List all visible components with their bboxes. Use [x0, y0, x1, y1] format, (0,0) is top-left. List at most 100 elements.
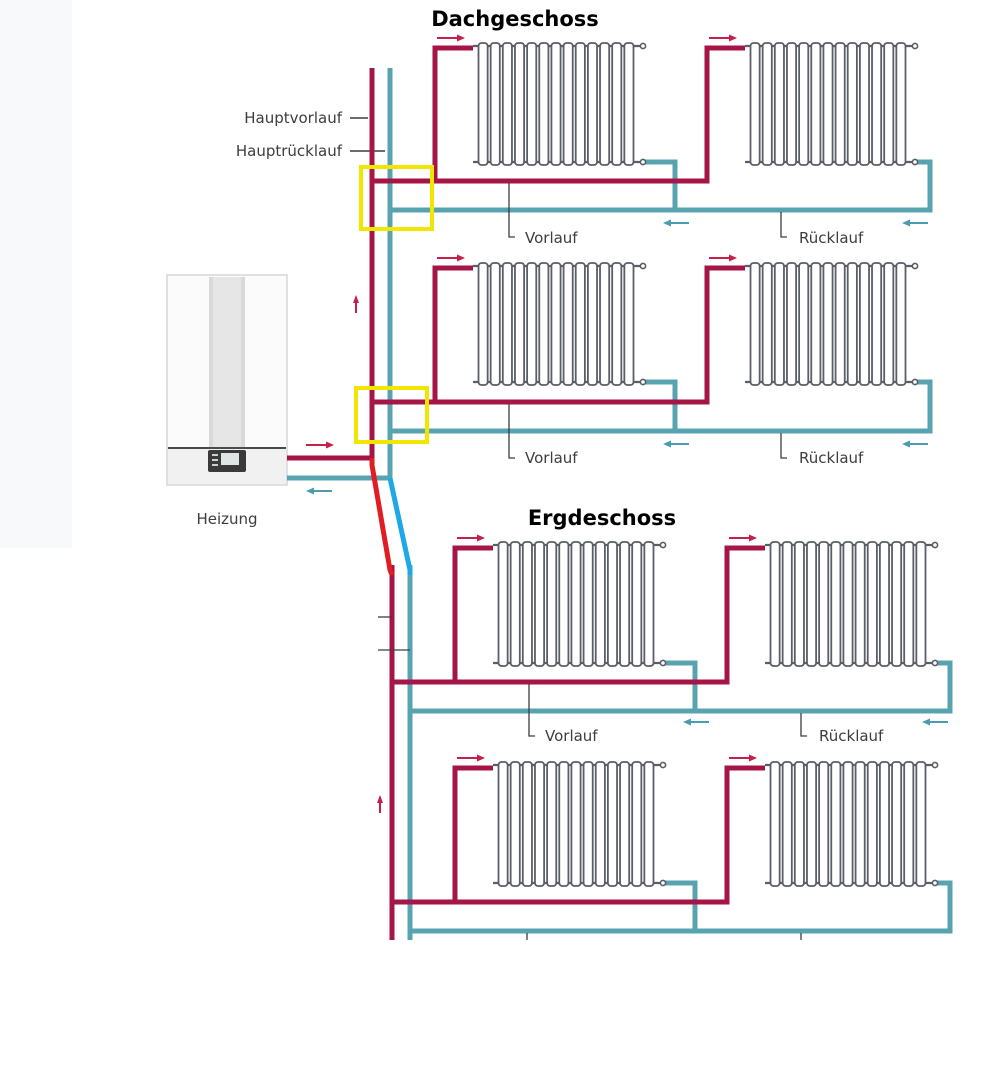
- level-3-return-arrow-left-head: [683, 718, 691, 726]
- level-1-radiator-right-fin: [846, 42, 858, 166]
- level-2-radiator-left-fin: [550, 262, 562, 386]
- level-4-radiator-right-fin: [854, 761, 866, 887]
- level-4-radiator-left-valve-top: [659, 761, 667, 769]
- riser-arrow-upper-head: [353, 295, 359, 303]
- highlight-box-upper: [359, 165, 434, 231]
- level-4-radiator-right-fin: [806, 761, 818, 887]
- level-1-radiator-right-valve-top: [911, 42, 919, 50]
- level-1-return-arrow-right-head: [902, 219, 910, 227]
- level-1-radiator-left-fin: [514, 42, 526, 166]
- level-4-radiator-left-fin: [643, 761, 655, 887]
- level-4-radiator-left-fin: [558, 761, 570, 887]
- level-2-radiator-right-fin: [846, 262, 858, 386]
- level-3-radiator-right-fin: [793, 541, 805, 667]
- level-1-supply-arrow-left-head: [457, 34, 465, 42]
- level-3-radiator-left-fin: [521, 541, 533, 667]
- return-label-3: Rücklauf: [819, 727, 884, 745]
- level-2-radiator-right-fin: [798, 262, 810, 386]
- level-4-radiator-right-fin: [903, 761, 915, 887]
- level-2-return-arrow-right-head: [902, 440, 910, 448]
- level-1-radiator-left-fin: [623, 42, 635, 166]
- level-3-radiator-left-fin: [619, 541, 631, 667]
- level-1-radiator-right-fin: [822, 42, 834, 166]
- level-1-radiator-right-fin: [858, 42, 870, 166]
- level-1-radiator-left-fin: [611, 42, 623, 166]
- level-4-radiator-left-fin: [509, 761, 521, 887]
- level-4-radiator-left-fin: [570, 761, 582, 887]
- level-3-radiator-left-fin: [509, 541, 521, 667]
- supply-label-1: Vorlauf: [525, 229, 578, 247]
- level-3-radiator-right-fin: [915, 541, 927, 667]
- level-4-radiator-right-fin: [818, 761, 830, 887]
- level-4-radiator-left-fin: [521, 761, 533, 887]
- level-2-radiator-right-fin: [883, 262, 895, 386]
- level-3-radiator-right-fin: [903, 541, 915, 667]
- level-3-radiator-left: [493, 541, 667, 667]
- level-1-radiator-right-fin: [834, 42, 846, 166]
- level-2-radiator-right-fin: [871, 262, 883, 386]
- main-supply-label: Hauptvorlauf: [244, 109, 342, 127]
- level-3-supply-arrow-right-head: [749, 534, 757, 542]
- level-2-supply-branch: [432, 265, 473, 402]
- return-pipes: [287, 68, 953, 940]
- level-1-return-arrow-left-head: [663, 219, 671, 227]
- level-2-radiator-left: [473, 262, 647, 386]
- level-2-radiator-left-fin: [501, 262, 513, 386]
- level-4-radiator-right-fin: [830, 761, 842, 887]
- left-gray-panel: [0, 0, 72, 548]
- level-3-radiator-right-fin: [769, 541, 781, 667]
- level-1-radiator-left-valve-top: [639, 42, 647, 50]
- level-2-radiator-right-fin: [761, 262, 773, 386]
- level-1-radiator-right-fin: [810, 42, 822, 166]
- level-4-radiator-left: [493, 761, 667, 887]
- level-1-radiator-left-fin: [501, 42, 513, 166]
- level-1-radiator-left-fin: [586, 42, 598, 166]
- level-1-radiator-left-fin: [550, 42, 562, 166]
- level-4-radiator-right-fin: [878, 761, 890, 887]
- level-1-radiator-right-fin: [895, 42, 907, 166]
- level-2-radiator-left-fin: [477, 262, 489, 386]
- level-4-radiator-left-valve-bottom: [659, 879, 667, 887]
- level-3-radiator-left-fin: [546, 541, 558, 667]
- heater-return-arrow-head: [306, 487, 314, 495]
- level-3-return-main: [410, 660, 953, 714]
- level-2-radiator-left-fin: [489, 262, 501, 386]
- level-2-radiator-left-fin: [611, 262, 623, 386]
- level-2-radiator-left-fin: [574, 262, 586, 386]
- level-3-radiator-right-valve-top: [931, 541, 939, 549]
- radiators: [473, 42, 939, 887]
- level-4-radiator-left-fin: [606, 761, 618, 887]
- level-2-radiator-right-fin: [749, 262, 761, 386]
- level-4-return-main: [410, 880, 953, 934]
- level-3-radiator-left-fin: [643, 541, 655, 667]
- level-2-radiator-right-valve-top: [911, 262, 919, 270]
- level-1-radiator-right-fin: [883, 42, 895, 166]
- level-3-radiator-left-valve-top: [659, 541, 667, 549]
- level-1-radiator-left-fin: [477, 42, 489, 166]
- level-4-radiator-right-fin: [891, 761, 903, 887]
- supply-label-3: Vorlauf: [545, 727, 598, 745]
- level-2-return-leader: [780, 433, 787, 459]
- level-1-radiator-left-fin: [538, 42, 550, 166]
- level-1-radiator-right-valve-bottom: [911, 158, 919, 166]
- level-4-supply-branch: [452, 765, 493, 902]
- return-label-2: Rücklauf: [799, 449, 864, 467]
- level-2-radiator-left-valve-top: [639, 262, 647, 270]
- level-4-radiator-left-fin: [534, 761, 546, 887]
- level-1-radiator-right-fin: [786, 42, 798, 166]
- annotation-overlays: [354, 165, 434, 576]
- level-3-radiator-right-fin: [891, 541, 903, 667]
- level-4-radiator-right-valve-top: [931, 761, 939, 769]
- level-4-radiator-left-fin: [619, 761, 631, 887]
- level-4-radiator-right-fin: [842, 761, 854, 887]
- level-2-radiator-left-fin: [526, 262, 538, 386]
- level-3-radiator-right-fin: [866, 541, 878, 667]
- level-1-radiator-left-valve-bottom: [639, 158, 647, 166]
- level-2-radiator-left-fin: [623, 262, 635, 386]
- level-4-radiator-left-fin: [631, 761, 643, 887]
- level-4-supply-main: [392, 765, 765, 905]
- level-3-supply-main: [392, 545, 765, 685]
- level-2-radiator-left-fin: [586, 262, 598, 386]
- edited-return-connection: [387, 477, 413, 575]
